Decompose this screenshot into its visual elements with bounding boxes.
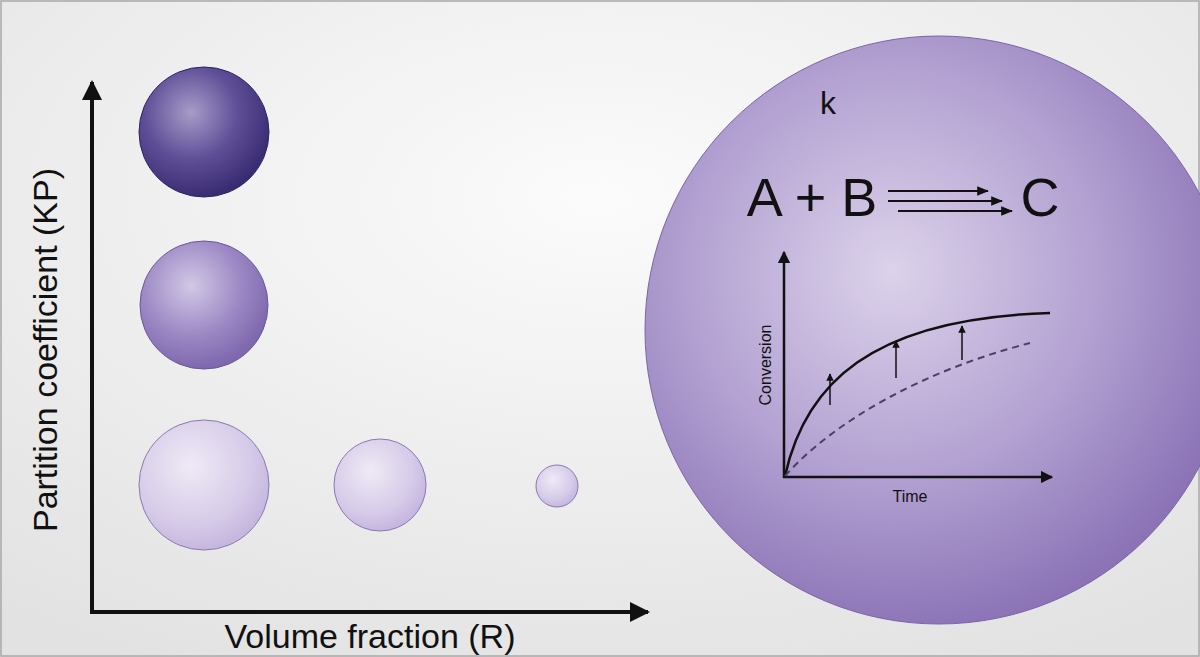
droplet-high-kp	[139, 67, 269, 197]
enhancement-arrow	[961, 326, 963, 360]
chart-x-axis	[783, 476, 1052, 479]
axis-title: Partition coefficient (KP)	[28, 168, 62, 532]
rate-constant: k	[820, 87, 836, 119]
droplet-medium	[334, 439, 426, 531]
chart-axis-label: Time	[893, 489, 928, 505]
droplet-mid-kp	[140, 241, 268, 369]
droplet-large	[139, 420, 269, 550]
reaction-arrow	[888, 200, 1002, 202]
droplet-circle	[645, 36, 1200, 624]
reaction-droplet: k A + B C ConversionTime	[644, 35, 1200, 625]
reactants: A + B	[747, 170, 878, 224]
droplet-small	[536, 465, 578, 507]
chart-y-axis	[783, 252, 786, 478]
enhancement-arrow	[895, 341, 897, 378]
chart-axis-label: Conversion	[758, 325, 774, 406]
droplet-outline	[644, 35, 1200, 625]
product: C	[1021, 170, 1060, 224]
axis-title: Volume fraction (R)	[225, 619, 516, 653]
reaction-arrow	[888, 190, 988, 192]
reference-curve	[785, 343, 1030, 476]
enhanced-curve	[785, 313, 1050, 476]
reaction-arrow	[898, 210, 1012, 212]
y-axis	[90, 82, 94, 614]
x-axis	[90, 610, 648, 614]
enhancement-arrow	[829, 374, 831, 405]
